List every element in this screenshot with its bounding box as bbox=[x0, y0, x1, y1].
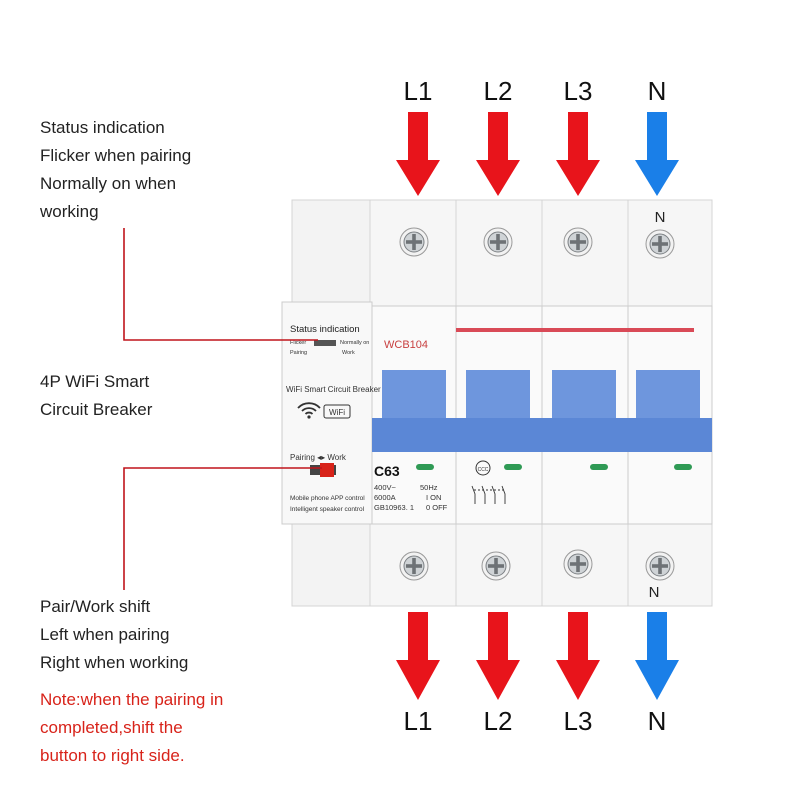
status-led-window bbox=[314, 340, 336, 346]
switch-annotation-line-2: Left when pairing bbox=[40, 625, 170, 644]
wifi-badge-box bbox=[323, 404, 351, 419]
phase-label-l2-top: L2 bbox=[483, 76, 513, 106]
bottom-arrows bbox=[396, 612, 679, 700]
arrow-down-n-top bbox=[635, 112, 679, 196]
phase-label-n-bottom: N bbox=[647, 706, 667, 736]
product-name-label: WiFi Smart Circuit Breaker bbox=[286, 385, 381, 394]
spec-standard: GB10963. 1 bbox=[374, 503, 414, 512]
arrow-down-n-bottom bbox=[635, 612, 679, 700]
phase-label-l2-bottom: L2 bbox=[483, 706, 513, 736]
toggle-handle-l2[interactable] bbox=[456, 370, 542, 452]
top-stripe bbox=[456, 328, 694, 332]
toggle-handle-l1[interactable] bbox=[372, 370, 456, 452]
pairing-note-line-1: Note:when the pairing in bbox=[40, 690, 224, 709]
toggle-handles bbox=[372, 370, 712, 452]
status-panel-flicker: Flicker bbox=[290, 340, 306, 346]
control-line-app: Mobile phone APP control bbox=[290, 495, 365, 502]
phase-label-l1-bottom: L1 bbox=[403, 706, 433, 736]
wifi-icon bbox=[297, 402, 321, 419]
status-panel-normally-on: Normally on bbox=[340, 340, 369, 346]
status-annotation-line-3: Normally on when bbox=[40, 174, 177, 193]
arrow-down-l2-top bbox=[476, 112, 520, 196]
arrow-down-l1-top bbox=[396, 112, 440, 196]
spec-frequency: 50Hz bbox=[420, 483, 438, 492]
status-panel-work: Work bbox=[342, 350, 355, 356]
spec-on: I ON bbox=[426, 493, 441, 502]
ccc-mark-text: CCC bbox=[478, 467, 489, 473]
circuit-symbol-icon bbox=[471, 485, 506, 504]
phase-label-n-top: N bbox=[647, 76, 667, 106]
control-line-speaker: Intelligent speaker control bbox=[290, 506, 365, 513]
pairing-switch-label: Pairing ◂▸ Work bbox=[290, 453, 347, 462]
switch-annotation: Pair/Work shift Left when pairing Right … bbox=[40, 593, 188, 677]
status-annotation-line-2: Flicker when pairing bbox=[40, 146, 192, 165]
spec-breaking: 6000A bbox=[374, 493, 396, 502]
status-annotation-line-1: Status indication bbox=[40, 118, 165, 137]
product-annotation-line-2: Circuit Breaker bbox=[40, 400, 153, 419]
toggle-handle-n[interactable] bbox=[628, 370, 712, 452]
pairing-note-line-3: button to right side. bbox=[40, 746, 185, 765]
pairing-work-slider[interactable] bbox=[320, 463, 334, 477]
indicator-leds bbox=[416, 464, 692, 470]
pairing-note-line-2: completed,shift the bbox=[40, 718, 183, 737]
arrow-down-l3-top bbox=[556, 112, 600, 196]
arrow-down-l1-bottom bbox=[396, 612, 440, 700]
wifi-badge-text: WiFi bbox=[329, 408, 345, 417]
status-pointer-line bbox=[123, 228, 318, 341]
product-annotation: 4P WiFi Smart Circuit Breaker bbox=[40, 368, 152, 424]
phase-label-l3-top: L3 bbox=[563, 76, 593, 106]
top-arrows bbox=[396, 112, 679, 196]
neutral-top-label: N bbox=[655, 209, 666, 226]
switch-annotation-line-1: Pair/Work shift bbox=[40, 597, 151, 616]
spec-off: 0 OFF bbox=[426, 503, 448, 512]
model-label: WCB104 bbox=[384, 339, 428, 351]
status-annotation-line-4: working bbox=[40, 202, 99, 221]
spec-voltage: 400V~ bbox=[374, 483, 397, 492]
arrow-down-l2-bottom bbox=[476, 612, 520, 700]
ccc-mark: CCC bbox=[475, 460, 491, 476]
switch-pointer-line bbox=[123, 467, 322, 590]
pairing-note: Note:when the pairing in completed,shift… bbox=[40, 686, 223, 770]
arrow-down-l3-bottom bbox=[556, 612, 600, 700]
neutral-bottom-label: N bbox=[649, 584, 660, 601]
status-annotation: Status indication Flicker when pairing N… bbox=[40, 114, 191, 226]
phase-label-l1-top: L1 bbox=[403, 76, 433, 106]
switch-annotation-line-3: Right when working bbox=[40, 653, 189, 672]
status-panel-pairing: Pairing bbox=[290, 350, 307, 356]
rating-label: C63 bbox=[374, 463, 400, 479]
toggle-handle-l3[interactable] bbox=[542, 370, 628, 452]
product-annotation-line-1: 4P WiFi Smart bbox=[40, 372, 150, 391]
phase-label-l3-bottom: L3 bbox=[563, 706, 593, 736]
status-panel-title: Status indication bbox=[290, 324, 360, 335]
